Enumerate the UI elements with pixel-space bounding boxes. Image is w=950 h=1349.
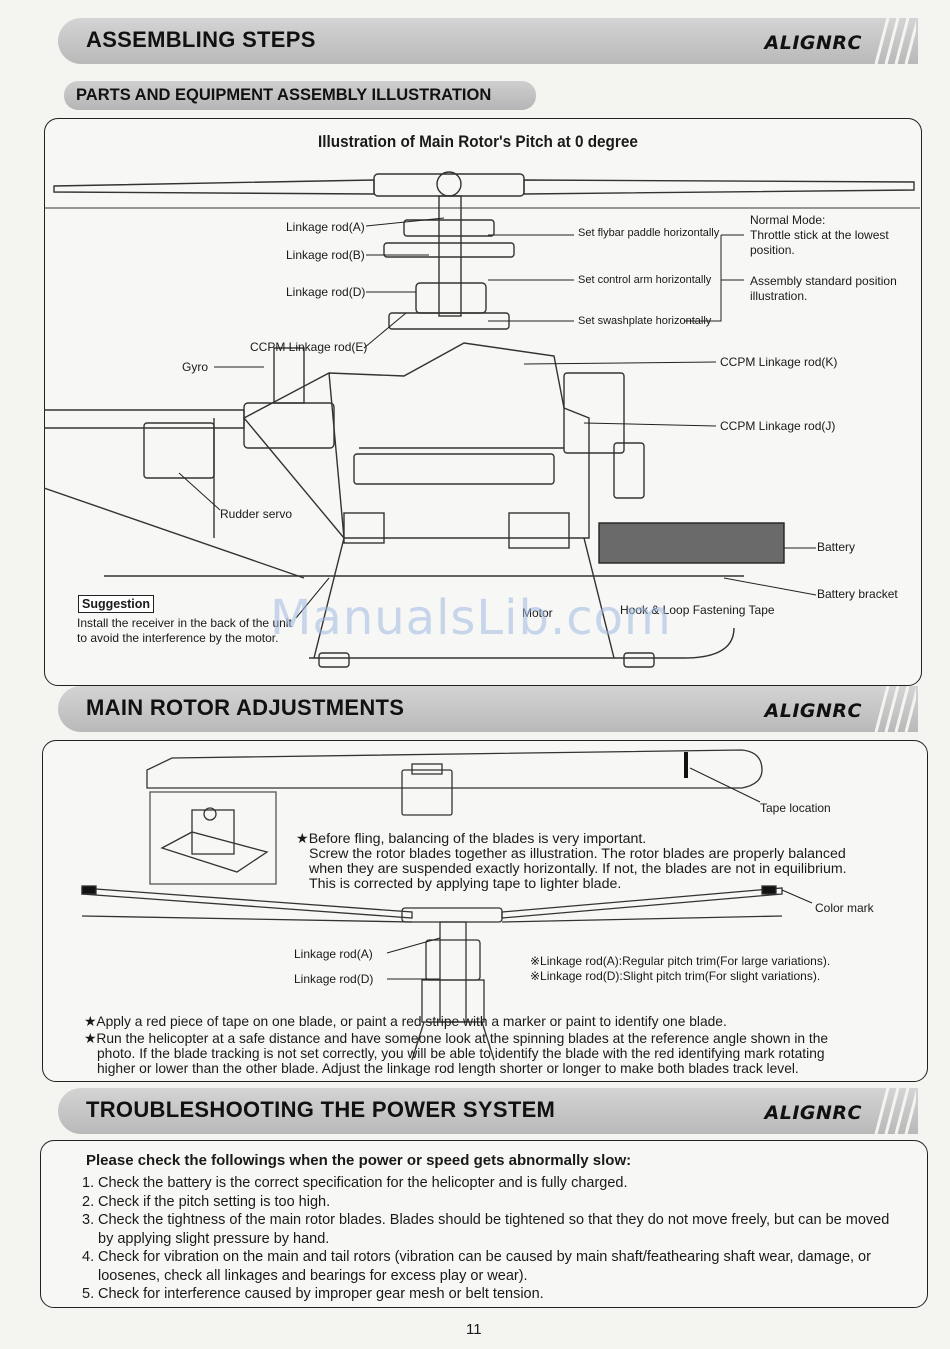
list-item: 2.Check if the pitch setting is too high… (82, 1193, 331, 1210)
label-flybar: Set flybar paddle horizontally (578, 227, 720, 239)
label-rotor-linkage-d: Linkage rod(D) (294, 972, 374, 986)
label-color-mark: Color mark (815, 901, 874, 915)
label-tape-location: Tape location (760, 801, 831, 815)
list-item: 4.Check for vibration on the main and ta… (82, 1249, 871, 1284)
label-linkage-d: Linkage rod(D) (286, 285, 366, 299)
label-battery-bracket: Battery bracket (817, 587, 898, 601)
label-linkage-b: Linkage rod(B) (286, 248, 365, 262)
label-swashplate: Set swashplate horizontally (578, 315, 712, 327)
label-battery: Battery (817, 540, 856, 554)
stripes-decoration (874, 686, 916, 732)
label-hook-loop: Hook & Loop Fastening Tape (620, 603, 775, 617)
note-linkage-d: ※Linkage rod(D):Slight pitch trim(For sl… (530, 969, 821, 983)
label-assembly-std: Assembly standard position (750, 274, 897, 288)
tracking-text: ★Apply a red piece of tape on one blade,… (84, 1014, 829, 1076)
troubleshooting-list: 1.Check the battery is the correct speci… (82, 1174, 902, 1304)
illustration-title: Illustration of Main Rotor's Pitch at 0 … (318, 132, 638, 151)
label-ccpm-j: CCPM Linkage rod(J) (720, 419, 836, 433)
troubleshooting-heading: Please check the followings when the pow… (86, 1152, 632, 1169)
stripes-decoration (874, 18, 916, 64)
section-banner-main-rotor: MAIN ROTOR ADJUSTMENTS ALIGNRC (58, 686, 918, 732)
suggestion-box: Suggestion (78, 595, 155, 613)
label-assembly-std-2: illustration. (750, 289, 808, 303)
rotor-adjustments-panel (42, 740, 928, 1082)
list-item: 3.Check the tightness of the main rotor … (82, 1212, 890, 1247)
note-linkage-a: ※Linkage rod(A):Regular pitch trim(For l… (530, 954, 831, 968)
section-title: TROUBLESHOOTING THE POWER SYSTEM (86, 1097, 556, 1122)
label-gyro: Gyro (182, 360, 209, 374)
troubleshooting-panel (40, 1140, 928, 1308)
label-ccpm-e: CCPM Linkage rod(E) (250, 340, 368, 354)
label-normal-mode: Normal Mode: (750, 213, 826, 227)
assembly-illustration-panel (44, 118, 922, 686)
section-banner-assembling: ASSEMBLING STEPS ALIGNRC (58, 18, 918, 64)
parts-subheading: PARTS AND EQUIPMENT ASSEMBLY ILLUSTRATIO… (64, 81, 536, 110)
rotor-blade-diagram (81, 749, 813, 1061)
section-banner-troubleshooting: TROUBLESHOOTING THE POWER SYSTEM ALIGNRC (58, 1088, 918, 1134)
label-normal-mode-3: position. (750, 243, 795, 257)
label-rotor-linkage-a: Linkage rod(A) (294, 947, 373, 961)
section-title: MAIN ROTOR ADJUSTMENTS (86, 695, 405, 720)
watermark: ManualsLib.com (270, 590, 672, 646)
section-title: ASSEMBLING STEPS (86, 27, 316, 52)
suggestion-text-2: to avoid the interference by the motor. (77, 631, 279, 645)
brand-logo: ALIGNRC (764, 32, 862, 54)
label-normal-mode-2: Throttle stick at the lowest (750, 228, 889, 242)
label-control-arm: Set control arm horizontally (578, 274, 712, 286)
balancing-text: ★Before fling, balancing of the blades i… (296, 831, 847, 892)
label-motor: Motor (522, 606, 553, 620)
label-linkage-a: Linkage rod(A) (286, 220, 365, 234)
label-rudder-servo: Rudder servo (220, 507, 293, 521)
label-ccpm-k: CCPM Linkage rod(K) (720, 355, 838, 369)
stripes-decoration (874, 1088, 916, 1134)
list-item: 5.Check for interference caused by impro… (82, 1286, 544, 1302)
page-number: 11 (466, 1321, 482, 1338)
brand-logo: ALIGNRC (764, 1102, 862, 1124)
suggestion-text-1: Install the receiver in the back of the … (77, 616, 292, 630)
list-item: 1.Check the battery is the correct speci… (82, 1175, 628, 1191)
helicopter-diagram (44, 171, 920, 668)
brand-logo: ALIGNRC (764, 700, 862, 722)
